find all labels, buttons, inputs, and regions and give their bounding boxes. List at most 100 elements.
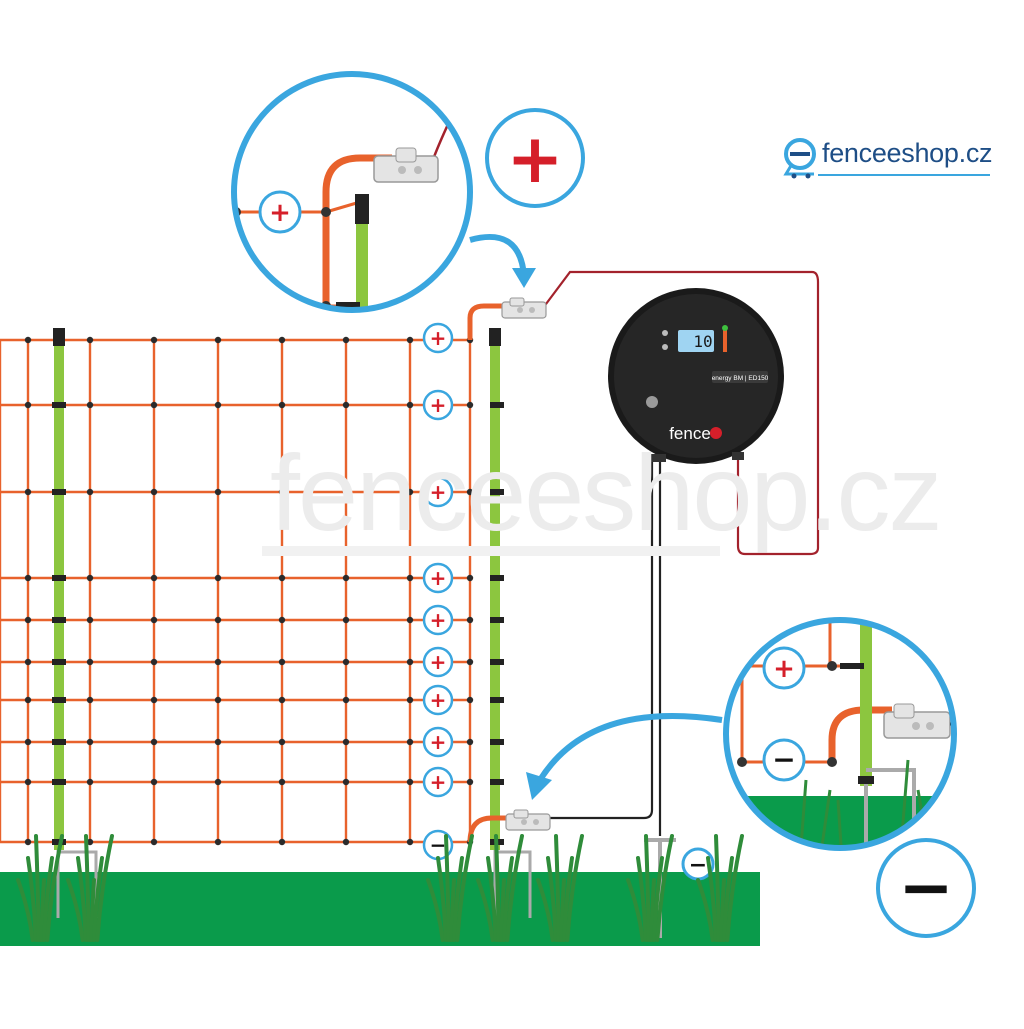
netting-knot: [342, 778, 350, 786]
electric-netting: [0, 336, 474, 846]
svg-text:−: −: [430, 833, 447, 857]
post-clip: [490, 402, 504, 408]
netting-knot: [150, 336, 158, 344]
post-clip: [490, 779, 504, 785]
netting-knot: [214, 658, 222, 666]
brand-logo[interactable]: fenceeshop.cz: [782, 136, 1022, 184]
netting-knot: [342, 488, 350, 496]
plus-terminal-badge: +: [422, 766, 454, 798]
netting-knot: [150, 658, 158, 666]
netting-knot: [24, 488, 32, 496]
plus-terminal-badge: +: [422, 389, 454, 421]
netting-knot: [278, 488, 286, 496]
post-clip: [490, 659, 504, 665]
netting-knot: [86, 336, 94, 344]
svg-text:+: +: [430, 770, 447, 794]
netting-knot: [466, 778, 474, 786]
netting-knot: [214, 616, 222, 624]
svg-text:+: +: [430, 480, 447, 504]
callout-top-plus: +: [269, 198, 291, 228]
post-clip: [52, 402, 66, 408]
netting-knot: [406, 838, 414, 846]
svg-text:+: +: [430, 393, 447, 417]
netting-knot: [214, 574, 222, 582]
ground-rod-minus: −: [689, 853, 707, 878]
post-clip: [52, 489, 66, 495]
netting-knot: [24, 401, 32, 409]
post-clip: [490, 697, 504, 703]
netting-knot: [214, 401, 222, 409]
netting-knot: [24, 778, 32, 786]
post-clip: [490, 489, 504, 495]
callout-bottom-plus: +: [773, 654, 795, 684]
netting-knot: [86, 778, 94, 786]
grass-tuft: [696, 834, 744, 942]
post-clip: [52, 575, 66, 581]
post-clip: [490, 739, 504, 745]
badge-minus-symbol: −: [898, 849, 953, 926]
netting-knot: [278, 838, 286, 846]
svg-text:+: +: [430, 608, 447, 632]
post-clip: [52, 779, 66, 785]
netting-knot: [86, 401, 94, 409]
plus-terminal-badge: +: [422, 646, 454, 678]
cart-trolley-icon: [783, 138, 816, 179]
netting-knot: [342, 738, 350, 746]
post-clip: [490, 617, 504, 623]
negative-clamp: [505, 809, 551, 831]
netting-knot: [24, 658, 32, 666]
ground-strip: [0, 872, 760, 946]
post-clip: [52, 697, 66, 703]
netting-knot: [466, 696, 474, 704]
netting-knot: [466, 488, 474, 496]
plus-terminal-badge: +: [422, 604, 454, 636]
netting-knot: [150, 401, 158, 409]
netting-knot: [150, 488, 158, 496]
netting-knot: [406, 574, 414, 582]
post-clip: [490, 575, 504, 581]
post-clip: [52, 659, 66, 665]
energizer-display: [678, 330, 714, 352]
netting-knot: [342, 401, 350, 409]
netting-knot: [466, 401, 474, 409]
netting-knot: [86, 616, 94, 624]
netting-knot: [24, 336, 32, 344]
netting-knot: [86, 488, 94, 496]
netting-knot: [406, 336, 414, 344]
netting-knot: [406, 616, 414, 624]
energizer-device: 10 energy BM | ED150 fence: [608, 288, 784, 464]
netting-knot: [342, 696, 350, 704]
netting-knot: [150, 616, 158, 624]
netting-knot: [24, 696, 32, 704]
netting-knot: [150, 738, 158, 746]
post-clip: [52, 617, 66, 623]
positive-clamp: [501, 297, 547, 319]
netting-knot: [278, 778, 286, 786]
red-positive-cable: [539, 270, 820, 556]
grass-tuft: [66, 834, 114, 942]
netting-knot: [278, 336, 286, 344]
netting-knot: [214, 488, 222, 496]
post-clip: [52, 739, 66, 745]
svg-text:+: +: [430, 730, 447, 754]
netting-knot: [466, 658, 474, 666]
netting-knot: [214, 838, 222, 846]
netting-knot: [86, 574, 94, 582]
grass-tuft: [426, 834, 474, 942]
netting-knot: [24, 838, 32, 846]
netting-knot: [342, 574, 350, 582]
netting-knot: [278, 401, 286, 409]
netting-knot: [214, 696, 222, 704]
netting-knot: [342, 616, 350, 624]
netting-knot: [466, 738, 474, 746]
netting-knot: [342, 838, 350, 846]
netting-knot: [278, 696, 286, 704]
svg-text:+: +: [430, 566, 447, 590]
grass-tufts: [16, 834, 744, 942]
netting-knot: [278, 616, 286, 624]
netting-knot: [406, 401, 414, 409]
netting-knot: [86, 696, 94, 704]
svg-text:+: +: [430, 326, 447, 350]
